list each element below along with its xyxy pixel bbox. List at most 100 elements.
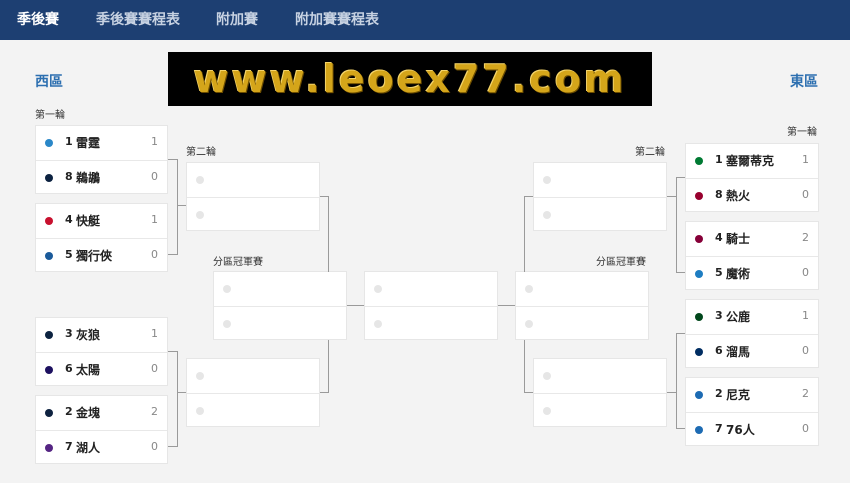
team-logo-dot bbox=[695, 426, 703, 434]
team-seed: 7 bbox=[65, 440, 73, 453]
west-series-4-5[interactable]: 4 快艇 1 5 獨行俠 0 bbox=[35, 203, 168, 272]
east-series-4-5[interactable]: 4 騎士 2 5 魔術 0 bbox=[685, 221, 819, 290]
team-seed: 5 bbox=[715, 266, 723, 279]
team-row[interactable]: 8 鵜鶘 0 bbox=[36, 160, 167, 194]
team-row[interactable]: 8 熱火 0 bbox=[686, 178, 818, 212]
empty-slot bbox=[214, 306, 346, 340]
placeholder-dot bbox=[543, 372, 551, 380]
series-wins: 0 bbox=[151, 362, 158, 375]
empty-slot bbox=[365, 306, 497, 340]
bracket-line bbox=[320, 196, 329, 197]
west-conference-title: 西區 bbox=[35, 74, 63, 90]
team-logo-dot bbox=[45, 217, 53, 225]
series-wins: 1 bbox=[151, 327, 158, 340]
placeholder-dot bbox=[525, 285, 533, 293]
team-name: 灰狼 bbox=[76, 328, 101, 342]
empty-slot bbox=[187, 393, 319, 427]
series-wins: 0 bbox=[151, 248, 158, 261]
bracket-line bbox=[177, 159, 178, 255]
team-name: 雷霆 bbox=[76, 136, 101, 150]
empty-slot bbox=[187, 163, 319, 197]
west-round2-label: 第二輪 bbox=[186, 147, 216, 158]
team-row[interactable]: 3 灰狼 1 bbox=[36, 318, 167, 352]
team-logo-dot bbox=[695, 157, 703, 165]
bracket-line bbox=[168, 159, 177, 160]
team-row[interactable]: 2 尼克 2 bbox=[686, 378, 818, 412]
team-name: 塞爾蒂克 bbox=[726, 154, 775, 168]
finals-matchup[interactable] bbox=[364, 271, 498, 340]
bracket-line bbox=[524, 392, 533, 393]
team-row[interactable]: 2 金塊 2 bbox=[36, 396, 167, 430]
bracket-line bbox=[676, 333, 677, 429]
nav-tab-playoffs[interactable]: 季後賽 bbox=[17, 12, 59, 28]
team-row[interactable]: 6 太陽 0 bbox=[36, 352, 167, 386]
team-row[interactable]: 7 湖人 0 bbox=[36, 430, 167, 464]
bracket-line bbox=[347, 305, 364, 306]
team-logo-dot bbox=[45, 252, 53, 260]
series-wins: 2 bbox=[802, 387, 809, 400]
team-name: 獨行俠 bbox=[76, 249, 113, 263]
empty-slot bbox=[534, 359, 666, 393]
banner-text: www.leoex77.com bbox=[193, 57, 627, 101]
top-nav: 季後賽 季後賽賽程表 附加賽 附加賽賽程表 bbox=[0, 0, 850, 40]
east-conference-title: 東區 bbox=[790, 74, 818, 90]
team-name: 鵜鶘 bbox=[76, 171, 101, 185]
east-series-2-7[interactable]: 2 尼克 2 7 76人 0 bbox=[685, 377, 819, 446]
east-round1-label: 第一輪 bbox=[787, 127, 817, 138]
bracket-line bbox=[676, 333, 685, 334]
team-row[interactable]: 3 公鹿 1 bbox=[686, 300, 818, 334]
bracket-line bbox=[524, 196, 533, 197]
east-conf-final[interactable] bbox=[515, 271, 649, 340]
team-logo-dot bbox=[695, 235, 703, 243]
empty-slot bbox=[534, 197, 666, 231]
team-name: 騎士 bbox=[726, 232, 751, 246]
team-seed: 5 bbox=[65, 248, 73, 261]
east-series-1-8[interactable]: 1 塞爾蒂克 1 8 熱火 0 bbox=[685, 143, 819, 212]
east-round2-lower[interactable] bbox=[533, 358, 667, 427]
team-row[interactable]: 5 魔術 0 bbox=[686, 256, 818, 290]
team-name: 魔術 bbox=[726, 267, 751, 281]
team-seed: 7 bbox=[715, 422, 723, 435]
bracket-line bbox=[667, 392, 676, 393]
team-row[interactable]: 1 雷霆 1 bbox=[36, 126, 167, 160]
series-wins: 2 bbox=[802, 231, 809, 244]
team-row[interactable]: 4 快艇 1 bbox=[36, 204, 167, 238]
team-logo-dot bbox=[45, 409, 53, 417]
team-row[interactable]: 5 獨行俠 0 bbox=[36, 238, 167, 272]
nav-tab-playoff-schedule[interactable]: 季後賽賽程表 bbox=[96, 12, 180, 28]
placeholder-dot bbox=[196, 372, 204, 380]
team-row[interactable]: 6 溜馬 0 bbox=[686, 334, 818, 368]
west-series-1-8[interactable]: 1 雷霆 1 8 鵜鶘 0 bbox=[35, 125, 168, 194]
placeholder-dot bbox=[196, 211, 204, 219]
team-name: 尼克 bbox=[726, 388, 751, 402]
west-round2-upper[interactable] bbox=[186, 162, 320, 231]
west-round2-lower[interactable] bbox=[186, 358, 320, 427]
placeholder-dot bbox=[525, 320, 533, 328]
team-row[interactable]: 4 騎士 2 bbox=[686, 222, 818, 256]
team-row[interactable]: 7 76人 0 bbox=[686, 412, 818, 446]
placeholder-dot bbox=[223, 320, 231, 328]
nav-tab-play-in-schedule[interactable]: 附加賽賽程表 bbox=[295, 12, 379, 28]
east-round2-upper[interactable] bbox=[533, 162, 667, 231]
east-series-3-6[interactable]: 3 公鹿 1 6 溜馬 0 bbox=[685, 299, 819, 368]
placeholder-dot bbox=[196, 407, 204, 415]
team-logo-dot bbox=[695, 348, 703, 356]
series-wins: 0 bbox=[802, 422, 809, 435]
placeholder-dot bbox=[196, 176, 204, 184]
west-series-3-6[interactable]: 3 灰狼 1 6 太陽 0 bbox=[35, 317, 168, 386]
west-series-2-7[interactable]: 2 金塊 2 7 湖人 0 bbox=[35, 395, 168, 464]
series-wins: 1 bbox=[151, 135, 158, 148]
team-name: 76人 bbox=[726, 423, 755, 437]
nav-tab-play-in[interactable]: 附加賽 bbox=[216, 12, 258, 28]
series-wins: 1 bbox=[802, 309, 809, 322]
west-conf-final[interactable] bbox=[213, 271, 347, 340]
bracket-line bbox=[524, 196, 525, 272]
team-seed: 3 bbox=[715, 309, 723, 322]
team-logo-dot bbox=[695, 192, 703, 200]
banner-ad[interactable]: www.leoex77.com bbox=[168, 52, 652, 106]
team-row[interactable]: 1 塞爾蒂克 1 bbox=[686, 144, 818, 178]
series-wins: 0 bbox=[802, 266, 809, 279]
bracket-line bbox=[177, 392, 186, 393]
bracket-line bbox=[177, 351, 178, 447]
team-name: 溜馬 bbox=[726, 345, 751, 359]
